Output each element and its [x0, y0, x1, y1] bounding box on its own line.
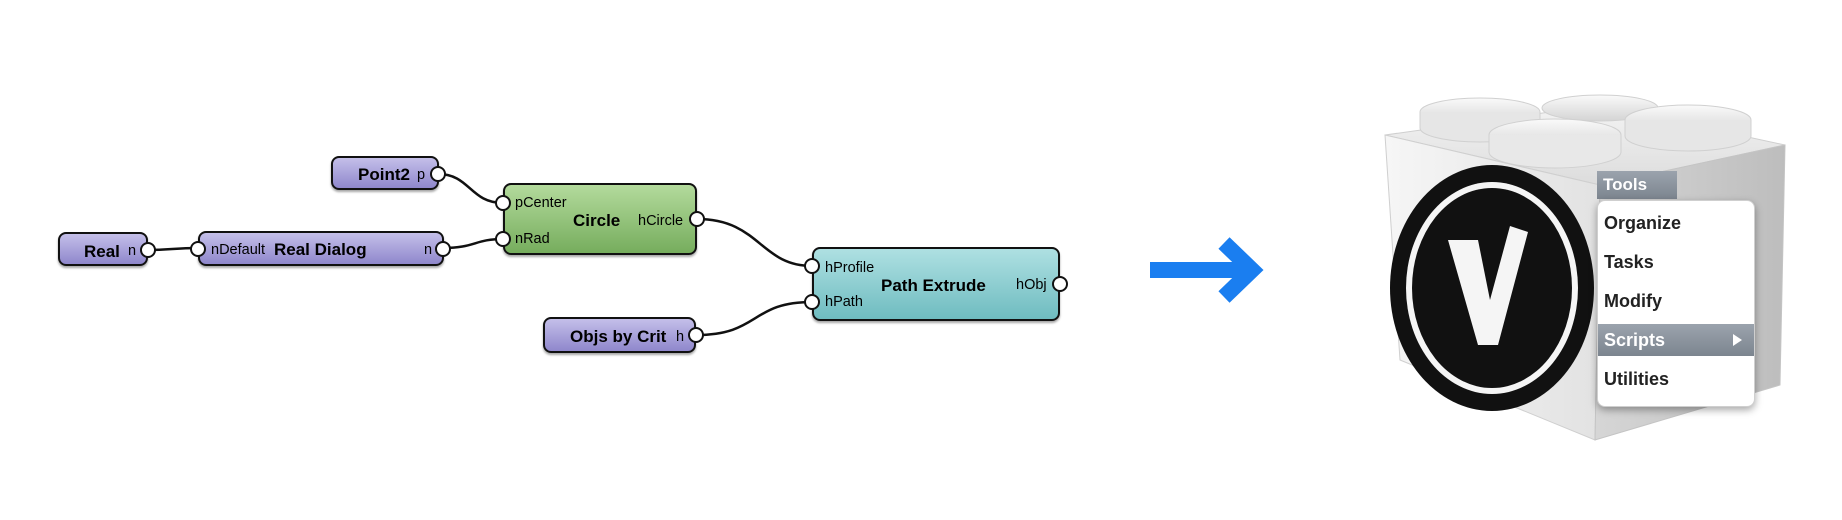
extrude-out-port[interactable] [1052, 276, 1068, 292]
menu-item-scripts[interactable]: Scripts [1598, 324, 1754, 356]
point2-out-label: p [417, 167, 426, 183]
real-title: Real [84, 242, 120, 261]
circle-in-port-pcenter[interactable] [495, 195, 511, 211]
real-dialog-title: Real Dialog [274, 240, 367, 259]
extrude-out-label: hObj [1016, 277, 1047, 293]
real-dialog-out-label: n [424, 242, 433, 258]
real-out-label: n [128, 243, 137, 259]
extrude-in-port-hpath[interactable] [804, 294, 820, 310]
extrude-in-port-hprofile[interactable] [804, 258, 820, 274]
menu-item-utilities[interactable]: Utilities [1604, 369, 1670, 389]
wire-objs-extrude [695, 300, 813, 337]
extrude-in-label-hprofile: hProfile [825, 260, 875, 276]
objs-by-crit-title: Objs by Crit [570, 327, 667, 346]
circle-in-label-pcenter: pCenter [515, 195, 567, 211]
objs-by-crit-out-port[interactable] [688, 327, 704, 343]
objs-by-crit-out-label: h [676, 329, 685, 345]
menu-item-modify[interactable]: Modify [1604, 291, 1662, 311]
point2-out-port[interactable] [430, 166, 446, 182]
circle-title: Circle [573, 211, 621, 230]
circle-out-port[interactable] [689, 211, 705, 227]
path-extrude-node[interactable]: hProfile hPath Path Extrude hObj [812, 247, 1060, 321]
real-dialog-node[interactable]: nDefault Real Dialog n [198, 231, 444, 266]
menu-header-tools: Tools [1597, 171, 1677, 199]
real-out-port[interactable] [140, 242, 156, 258]
circle-out-label: hCircle [638, 213, 684, 229]
tools-menu: Organize Tasks Modify Scripts Utilities [1597, 200, 1755, 407]
wire-circle-extrude [696, 217, 813, 268]
menu-item-scripts-label: Scripts [1604, 330, 1666, 350]
real-dialog-in-label: nDefault [211, 242, 266, 258]
objs-by-crit-node[interactable]: Objs by Crit h [543, 317, 696, 353]
circle-in-label-nrad: nRad [515, 231, 550, 247]
extrude-title: Path Extrude [881, 276, 986, 295]
menu-item-tasks[interactable]: Tasks [1604, 252, 1654, 272]
submenu-arrow-icon [1733, 334, 1742, 346]
circle-node[interactable]: pCenter nRad Circle hCircle [503, 183, 697, 255]
real-dialog-in-port[interactable] [190, 241, 206, 257]
menu-item-organize[interactable]: Organize [1604, 213, 1682, 233]
real-node[interactable]: Real n [58, 232, 148, 266]
wire-point2-circle [437, 172, 504, 205]
point2-title: Point2 [358, 165, 410, 184]
point2-node[interactable]: Point2 p [331, 156, 439, 190]
circle-in-port-nrad[interactable] [495, 231, 511, 247]
extrude-in-label-hpath: hPath [825, 294, 863, 310]
real-dialog-out-port[interactable] [435, 241, 451, 257]
